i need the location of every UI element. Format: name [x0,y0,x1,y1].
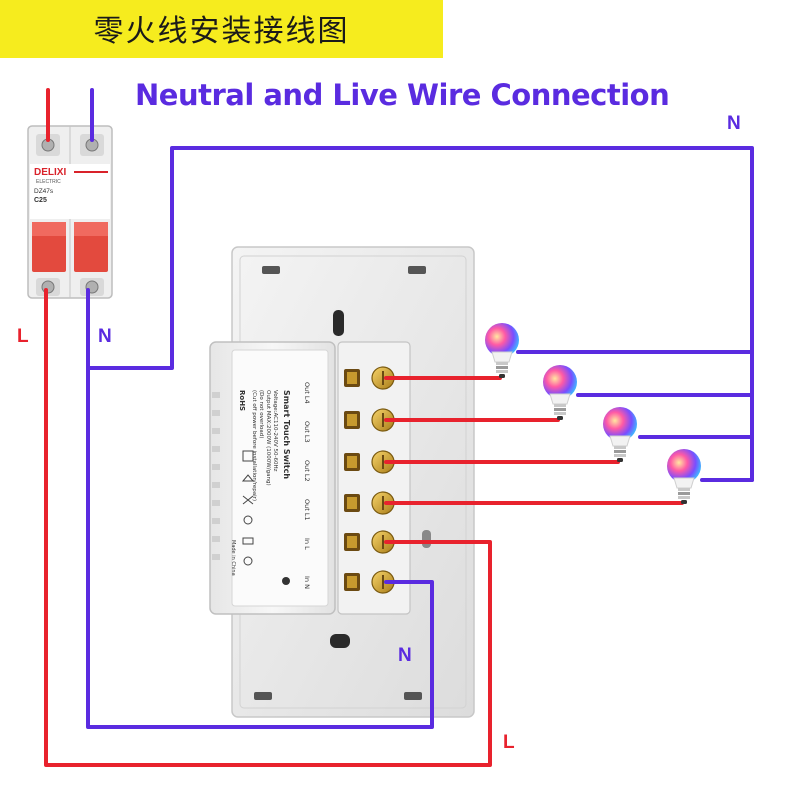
terminal-out-l3 [344,408,395,432]
module-output: Output MAX:2000W (1000W/gang) [265,390,271,486]
circuit-breaker-icon: DELIXI ELECTRIC DZ47s C25 [27,125,113,299]
terminal-label-out-l3: Out L3 [303,421,311,443]
breaker-rating: C25 [34,197,47,204]
plate-clip-top-left [262,266,280,274]
module-vent-ridges [212,392,220,560]
terminal-label-out-l2: Out L2 [303,460,311,482]
plate-clip-bottom-right [404,692,422,700]
terminal-label-out-l1: Out L1 [303,499,311,521]
module-note-1: (Do not overload) [258,390,264,438]
plate-slot-bottom [330,634,350,648]
breaker-brand: DELIXI [34,167,66,178]
terminal-label-out-l4: Out L4 [303,382,311,404]
module-note-2: (Cut off power before installation/repai… [251,390,257,501]
module-cert-icons [241,450,255,566]
english-title: Neutral and Live Wire Connection [135,78,670,112]
led-bulb-icon [603,407,637,462]
module-indicator-dot [282,577,290,585]
plug-icon [242,537,254,545]
module-name: Smart Touch Switch [282,390,291,479]
module-voltage: Voltage:AC110-240V 50-60Hz [272,390,278,472]
led-bulb-icon [543,365,577,420]
m-mark-icon [243,556,253,566]
wires [44,88,754,767]
rohs-mark: RoHS [238,390,246,411]
label-n-bottom: N [398,645,412,666]
weee-bin-icon [242,495,254,505]
plate-screw-hole [422,530,431,548]
switch-module: Smart Touch Switch Voltage:AC110-240V 50… [209,341,336,615]
label-l-bottom: L [503,732,515,753]
warning-icon [241,474,255,482]
led-bulbs [485,323,701,504]
label-n-left: N [98,326,112,347]
plate-clip-bottom-left [254,692,272,700]
terminal-label-in-n: In N [303,576,311,589]
terminal-label-in-l: In L [303,538,311,550]
led-bulb-icon [485,323,519,378]
plate-slot-top [333,310,344,336]
terminal-in-l [344,530,395,554]
breaker-subtitle: ELECTRIC [36,179,61,185]
terminal-out-l2 [344,450,395,474]
made-in-label: Made in China [230,540,236,576]
label-n-top-right: N [727,113,741,134]
neutral-bus-wire [86,146,754,482]
ce-icon [242,450,254,462]
led-bulb-icon [667,449,701,504]
live-in-wire [44,288,492,767]
bulb-symbol-icon [243,515,253,525]
breaker-model: DZ47s [34,188,54,195]
label-l-left: L [17,326,29,347]
neutral-in-wire [86,366,434,729]
plate-clip-top-right [408,266,426,274]
chinese-title: 零火线安装接线图 [93,14,350,49]
chinese-title-band [0,0,443,58]
